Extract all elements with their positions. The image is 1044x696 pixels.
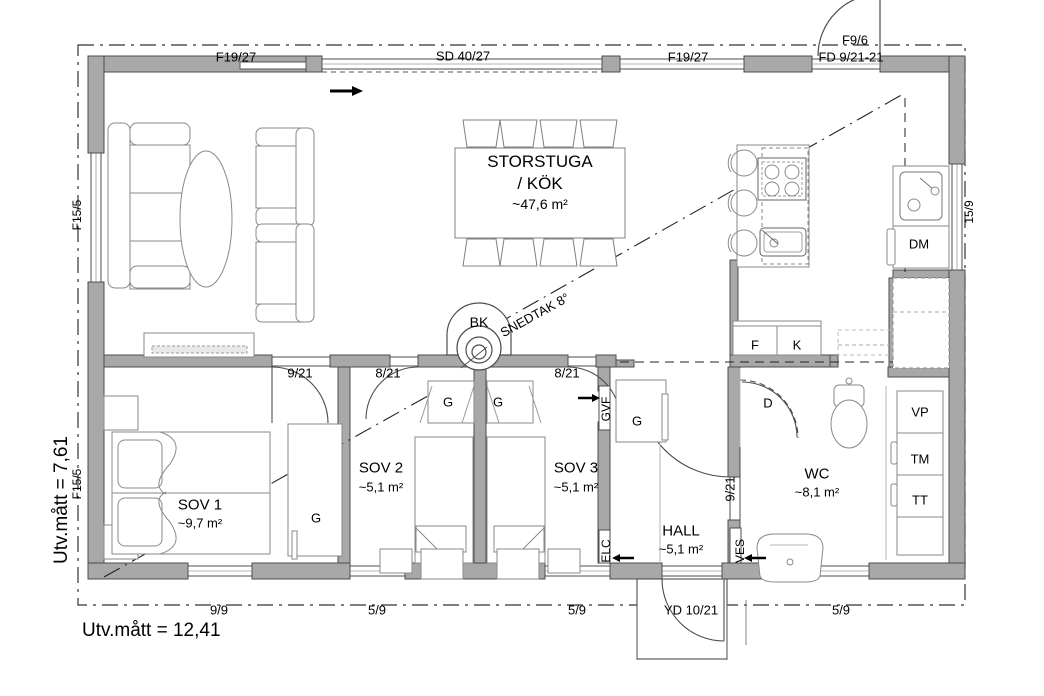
opening-label-bottom-5: 5/9 xyxy=(831,602,851,618)
room-area-storstuga: ~47,6 m² xyxy=(512,196,568,212)
room-area-sov1: ~9,7 m² xyxy=(177,515,223,531)
opening-label-fd: FD 9/21-21 xyxy=(818,49,884,65)
sliding-door-track xyxy=(239,61,602,73)
opening-label-bottom-1: 9/9 xyxy=(209,602,229,618)
door-label-wc: 9/21 xyxy=(722,476,738,502)
room-area-sov3: ~5,1 m² xyxy=(553,479,599,495)
kitchen-counter-right xyxy=(837,165,950,369)
service-boxes xyxy=(598,385,742,564)
fixture-label-wardrobe-hall: G xyxy=(631,413,643,429)
opening-label-f9-6: F9/6 xyxy=(841,32,869,48)
opening-label-right-1: 15/9 xyxy=(962,200,976,224)
opening-label-left-1: F15/5 xyxy=(70,199,84,231)
fixture-label-heat-pump: VP xyxy=(911,404,929,420)
hall-furniture xyxy=(615,379,669,563)
ceiling-break-line xyxy=(620,93,906,363)
living-room-furniture xyxy=(107,122,315,358)
door-label-sov2: 8/21 xyxy=(375,365,401,381)
room-label-sov1: SOV 1 xyxy=(177,496,223,514)
front-door-swing xyxy=(817,0,881,57)
fixture-label-washing-machine: TM xyxy=(910,451,930,467)
service-label-gvf: GVF xyxy=(599,396,613,422)
room-label-sov3: SOV 3 xyxy=(553,459,599,477)
opening-label-bottom-2: 5/9 xyxy=(367,602,387,618)
fixture-label-wardrobe-sov3: G xyxy=(492,394,504,410)
fridge-freezer xyxy=(732,320,822,356)
property-boundary xyxy=(77,44,966,606)
wardrobe-sov1-box xyxy=(287,423,343,560)
room-label-sov2: SOV 2 xyxy=(358,459,404,477)
opening-label-top-3: F19/27 xyxy=(667,49,709,65)
fixture-label-dishwasher: DM xyxy=(908,236,930,252)
fixture-label-shower: D xyxy=(763,395,773,411)
dimension-label-height: Utv.mått = 7,61 xyxy=(51,436,72,564)
room-label-storstuga: STORSTUGA xyxy=(487,152,593,171)
dining-set xyxy=(454,119,626,267)
service-label-elc: ELC xyxy=(599,539,613,563)
kitchen-island xyxy=(736,144,810,268)
service-label-ves: VES xyxy=(733,538,747,564)
room-label-kok: / KÖK xyxy=(517,174,563,193)
chimney-label-bk: BK xyxy=(469,314,489,330)
exterior-walls xyxy=(87,55,966,580)
bedroom23-furniture xyxy=(379,380,581,580)
chimney-stove xyxy=(446,302,512,371)
room-area-wc: ~8,1 m² xyxy=(794,484,840,500)
opening-label-top-1: F19/27 xyxy=(215,49,257,65)
room-label-hall: HALL xyxy=(662,522,700,540)
room-area-hall: ~5,1 m² xyxy=(658,541,704,557)
fixture-label-tumble-dryer: TT xyxy=(912,492,928,508)
fixture-label-freezer: K xyxy=(792,337,802,353)
entry-arrow-top xyxy=(330,86,363,96)
opening-label-top-2: SD 40/27 xyxy=(435,48,491,64)
service-arrows xyxy=(578,394,766,562)
fixture-label-fridge: F xyxy=(751,337,759,353)
wc-fixtures xyxy=(739,368,944,583)
fixture-label-wardrobe-sov2: G xyxy=(442,394,454,410)
opening-label-yd: YD 10/21 xyxy=(663,602,719,618)
door-label-sov1: 9/21 xyxy=(287,365,313,381)
room-area-sov2: ~5,1 m² xyxy=(358,479,404,495)
fixture-label-wardrobe-sov1: G xyxy=(310,510,322,526)
window-mullions xyxy=(95,63,958,572)
entry-door-swing-bottom xyxy=(636,578,728,660)
bedroom1-furniture xyxy=(103,395,271,560)
room-label-wc: WC xyxy=(804,465,830,483)
dimension-helper-lines xyxy=(636,600,747,660)
dimension-label-width: Utv.mått = 12,41 xyxy=(82,620,221,641)
door-label-sov3: 8/21 xyxy=(554,365,580,381)
opening-label-bottom-3: 5/9 xyxy=(567,602,587,618)
